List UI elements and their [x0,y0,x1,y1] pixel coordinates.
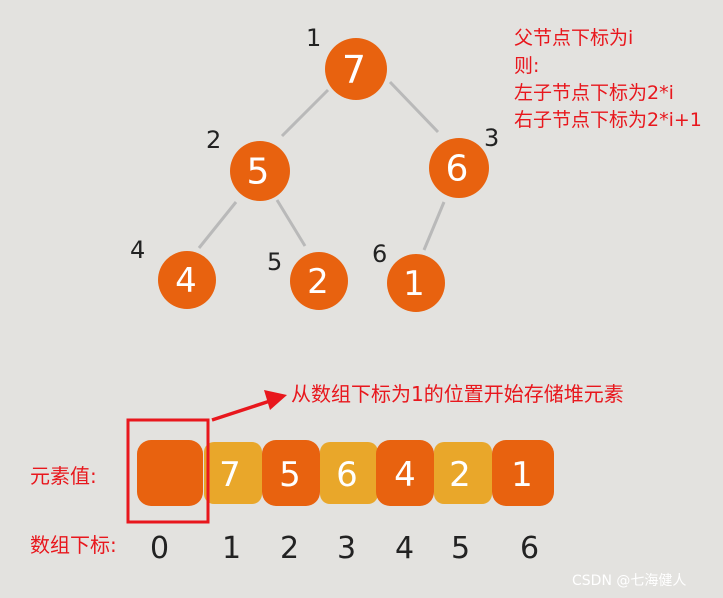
tree-node-4-value: 4 [175,261,197,301]
tree-node-4-circle [158,251,216,309]
array-index-5: 5 [451,531,470,566]
tree-index-1: 1 [306,24,321,52]
callout-text: 从数组下标为1的位置开始存储堆元素 [291,382,624,406]
array-value-5: 2 [449,455,471,495]
tree-index-2: 2 [206,126,221,154]
tree-node-3: 6 [429,138,489,198]
array-value-6: 1 [511,455,533,495]
tree-index-3: 3 [484,124,499,152]
watermark: CSDN @七海健人 [572,573,686,589]
array-cell-6 [492,440,554,506]
tree-node-6-value: 1 [403,264,425,304]
array-cells [137,440,554,506]
array-index-3: 3 [337,531,356,566]
array-cell-5 [434,442,492,504]
tree-indices: 1 2 3 4 5 6 [130,24,499,276]
tree-node-1-value: 7 [342,48,366,92]
array-cell-3 [320,442,378,504]
tree-node-5: 2 [290,252,348,310]
tree-node-5-value: 2 [307,262,329,302]
array-cell-4 [376,440,434,506]
tree-index-5: 5 [267,248,282,276]
formula-text: 父节点下标为i 则: 左子节点下标为2*i 右子节点下标为2*i+1 [514,27,702,131]
tree-node-3-value: 6 [446,149,469,190]
array-value-4: 4 [394,455,416,495]
array-index-2: 2 [280,531,299,566]
tree-node-1-circle [325,38,387,100]
callout-arrow-line [211,399,271,422]
array-index-6: 6 [520,531,539,566]
formula-line-1: 父节点下标为i [514,27,633,49]
array-cell-2 [262,440,320,506]
formula-line-4: 右子节点下标为2*i+1 [514,109,702,131]
edge-1-3 [388,80,440,134]
formula-line-3: 左子节点下标为2*i [514,82,674,104]
array-cell-1 [204,442,262,504]
tree-node-1: 7 [325,38,387,100]
array-index-0: 0 [150,531,169,566]
tree-node-6-circle [387,254,445,312]
callout: 从数组下标为1的位置开始存储堆元素 [211,382,624,422]
edge-2-5 [275,199,307,247]
array-values: 7 5 6 4 2 1 [219,455,533,495]
tree-nodes: 7 5 6 4 2 1 [158,38,489,312]
tree-node-2-circle [230,141,290,201]
tree-node-3-circle [429,138,489,198]
index-row-label: 数组下标: [30,533,117,557]
tree-node-6: 1 [387,254,445,312]
tree-node-4: 4 [158,251,216,309]
array-index-1: 1 [222,531,241,566]
array-indices: 0 1 2 3 4 5 6 [150,531,539,566]
array-value-3: 6 [336,455,358,495]
edge-3-6 [422,201,446,251]
value-row-label: 元素值: [30,464,97,488]
tree-node-2: 5 [230,141,290,201]
edge-1-2 [280,88,330,138]
array-cell-0 [137,440,203,506]
tree-node-2-value: 5 [247,152,270,193]
tree-edges [197,80,446,251]
array-index-4: 4 [395,531,414,566]
callout-arrow-head [264,390,287,410]
edge-2-4 [197,201,238,249]
array-value-1: 7 [219,455,241,495]
array-value-2: 5 [279,455,301,495]
formula-line-2: 则: [514,55,539,77]
tree-index-6: 6 [372,240,387,268]
tree-index-4: 4 [130,236,145,264]
tree-node-5-circle [290,252,348,310]
highlight-box [126,418,210,524]
